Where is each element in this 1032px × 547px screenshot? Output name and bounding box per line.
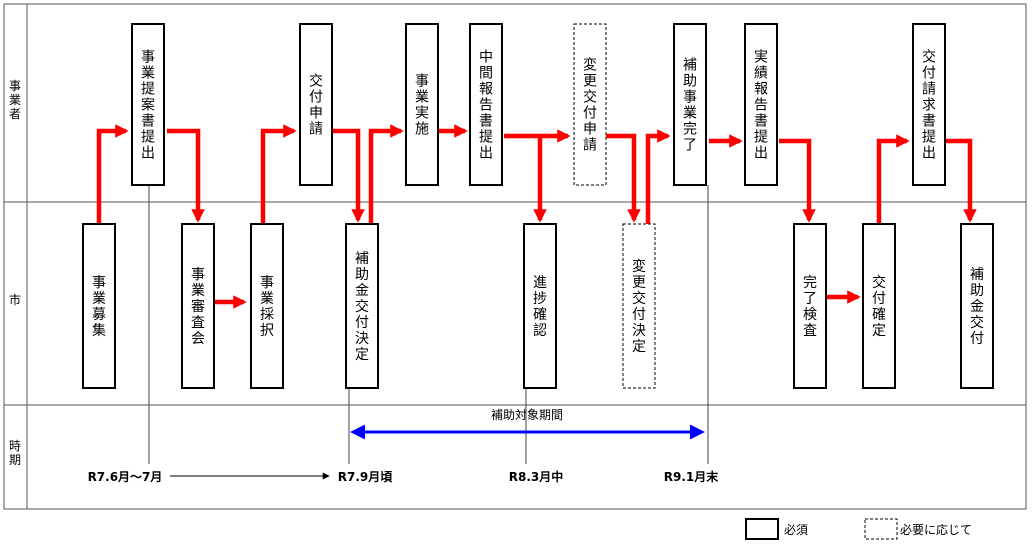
arrow-change-decision-to-completion xyxy=(645,129,671,224)
node-change-application: 変更交付申請 xyxy=(573,23,607,186)
node-box xyxy=(673,23,707,186)
legend-optional-swatch xyxy=(864,518,898,540)
node-box xyxy=(345,223,379,389)
subsidy-period-label: 補助対象期間 xyxy=(491,408,563,422)
node-grant-decision: 補助金交付決定 xyxy=(345,223,379,389)
timeline-date-2: R7.9月頃 xyxy=(338,470,393,484)
node-label: 補助金交付決定 xyxy=(355,251,369,363)
node-payment: 補助金交付 xyxy=(960,223,994,389)
node-progress-check: 進捗確認 xyxy=(523,223,557,389)
node-box xyxy=(912,23,946,186)
node-review: 事業審査会 xyxy=(181,223,215,389)
flow-arrows xyxy=(96,124,977,309)
arrow-grant-confirmation-to-payment-request xyxy=(876,134,910,224)
legend-required-label: 必須 xyxy=(784,523,808,537)
timeline-date-4: R9.1月末 xyxy=(664,469,719,484)
timeline-date-3: R8.3月中 xyxy=(509,469,564,484)
node-box xyxy=(181,223,215,389)
node-box xyxy=(523,223,557,389)
node-label: 事業採択 xyxy=(260,275,274,339)
node-label: 完了検査 xyxy=(803,275,817,339)
node-interim-report: 中間報告書提出 xyxy=(469,23,503,186)
lane-label-city: 市 xyxy=(9,292,21,307)
node-box xyxy=(793,223,827,389)
arrow-proposal-to-review xyxy=(167,128,205,223)
node-recruitment: 事業募集 xyxy=(82,223,116,389)
swimlane-grid xyxy=(3,3,1027,510)
node-inspection: 完了検査 xyxy=(793,223,827,389)
node-box xyxy=(469,23,503,186)
node-result-report: 実績報告書提出 xyxy=(744,23,778,186)
node-label: 進捗確認 xyxy=(533,275,547,339)
node-label: 事業審査会 xyxy=(191,267,205,347)
node-box xyxy=(744,23,778,186)
node-label: 交付請求書提出 xyxy=(922,49,936,162)
node-box xyxy=(405,23,439,186)
arrow-adoption-to-application xyxy=(260,124,297,224)
node-box xyxy=(82,223,116,389)
node-completion: 補助事業完了 xyxy=(673,23,707,186)
arrow-payment-request-to-payment xyxy=(946,138,977,223)
timeline-date-1: R7.6月～7月 xyxy=(88,470,163,484)
legend-optional-label: 必要に応じて xyxy=(900,523,972,537)
lane-label-business: 事業者 xyxy=(9,79,21,121)
node-label: 補助事業完了 xyxy=(683,58,697,154)
node-box xyxy=(299,23,333,186)
legend-required-swatch xyxy=(745,518,779,540)
date-guide-lines xyxy=(148,185,709,464)
arrow-result-report-to-inspection xyxy=(779,138,816,223)
arrow-application-to-grant-decision xyxy=(333,128,365,223)
node-implementation: 事業実施 xyxy=(405,23,439,186)
node-change-decision: 変更交付決定 xyxy=(622,223,656,389)
node-label: 交付確定 xyxy=(872,274,886,339)
node-payment-request: 交付請求書提出 xyxy=(912,23,946,186)
node-box xyxy=(960,223,994,389)
node-label: 補助金交付 xyxy=(970,267,984,347)
node-label: 交付申請 xyxy=(309,73,323,138)
node-label: 事業募集 xyxy=(92,275,106,339)
node-label: 変更交付決定 xyxy=(632,258,646,355)
node-label: 実績報告書提出 xyxy=(754,50,768,162)
node-box xyxy=(622,223,656,389)
node-application: 交付申請 xyxy=(299,23,333,186)
node-label: 事業実施 xyxy=(415,74,429,138)
node-grant-confirmation: 交付確定 xyxy=(862,223,896,389)
node-box xyxy=(250,223,284,389)
node-proposal: 事業提案書提出 xyxy=(131,23,165,186)
arrow-recruitment-to-proposal xyxy=(96,124,129,224)
node-box xyxy=(131,23,165,186)
node-adoption: 事業採択 xyxy=(250,223,284,389)
arrow-grant-decision-to-implementation xyxy=(368,124,404,224)
node-box xyxy=(862,223,896,389)
node-label: 事業提案書提出 xyxy=(141,50,155,162)
node-label: 変更交付申請 xyxy=(583,57,597,154)
lane-label-period: 時期 xyxy=(9,439,21,467)
node-box xyxy=(573,23,607,186)
node-label: 中間報告書提出 xyxy=(479,50,493,162)
arrow-change-application-to-change-decision xyxy=(606,133,641,223)
